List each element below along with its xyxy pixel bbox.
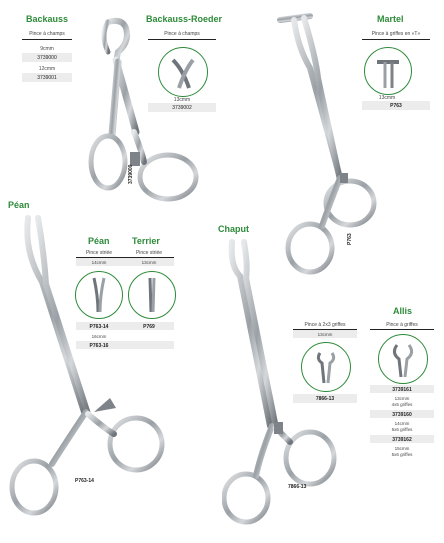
pean-subtitle: Pince striée (85, 250, 113, 256)
backauss-rule (22, 39, 72, 40)
chaput-size-band (293, 330, 357, 338)
martel-rule (362, 39, 430, 40)
allis-subtitle: Pince à griffes (386, 322, 418, 328)
backauss-roeder-detail-circle (158, 47, 208, 97)
allis-ref-1: 3739161 (392, 387, 412, 393)
backauss-ref-2: 3739001 (37, 75, 57, 81)
martel-tool-ref: P763 (347, 233, 353, 245)
backauss-row-2-band (22, 73, 72, 82)
chaput-size: 13cmm (317, 332, 333, 337)
chaput-title: Chaput (218, 224, 249, 234)
backauss-instrument-image (78, 12, 218, 202)
chaput-tool-ref: 7866-13 (288, 484, 307, 490)
allis-size-3: 15cmm (394, 446, 410, 451)
martel-detail-circle (364, 47, 412, 95)
pean-ref-2-band (76, 341, 174, 349)
martel-band (362, 101, 430, 110)
allis-title: Allis (393, 306, 413, 316)
martel-title: Martel (377, 14, 404, 24)
chaput-instrument-image (222, 236, 342, 532)
allis-size-2: 14cmm (394, 421, 410, 426)
terrier-ref: P769 (143, 324, 155, 330)
backauss-subtitle: Pince à champs (29, 31, 65, 37)
terrier-size: 13cmm (141, 260, 157, 265)
martel-ref: P763 (390, 103, 402, 109)
allis-note-2: 5x6 griffes (391, 427, 413, 432)
pean-title: Péan (88, 236, 110, 246)
backauss-row-1-band (22, 53, 72, 62)
backauss-tool-ref: 3739000 (128, 164, 134, 184)
pean-terrier-rule (76, 257, 174, 258)
chaput-ref: 7866-13 (315, 396, 335, 402)
allis-size-1: 13cmm (394, 396, 410, 401)
terrier-subtitle: Pince striée (135, 250, 163, 256)
backauss-roeder-rule (148, 39, 216, 40)
pean-detail-circle (75, 271, 123, 319)
backauss-ref-1: 3739000 (37, 55, 57, 61)
pean-tool-ref: P763-14 (75, 478, 94, 484)
allis-ref-3: 3739162 (392, 437, 412, 443)
pean-ref-2: P763-16 (89, 343, 109, 349)
backauss-title: Backauss (26, 14, 69, 24)
allis-rule (370, 329, 434, 330)
backauss-roeder-ref: 3739002 (172, 105, 192, 111)
pean-main-title: Péan (8, 200, 30, 210)
terrier-detail-circle (128, 271, 176, 319)
allis-row-2-band (370, 410, 434, 418)
chaput-rule (293, 329, 357, 330)
pean-size-2: 16cmm (91, 334, 107, 339)
allis-row-1-band (370, 385, 434, 393)
chaput-ref-band (293, 394, 357, 403)
pean-instrument-image (6, 212, 176, 524)
martel-size: 13cmm (378, 95, 396, 101)
chaput-subtitle: Pince à 2x3 griffes (304, 322, 346, 328)
allis-detail-circle (378, 334, 428, 384)
allis-row-3-band (370, 435, 434, 443)
allis-ref-2: 3739160 (392, 412, 412, 418)
backauss-roeder-size: 13cmm (173, 97, 191, 103)
backauss-size-1: 9cmm (40, 46, 54, 52)
backauss-size-2: 12cmm (38, 66, 56, 72)
martel-instrument-image (270, 8, 380, 288)
allis-note-1: 4x5 griffes (391, 402, 413, 407)
pean-terrier-size-band (76, 258, 174, 266)
backauss-roeder-title: Backauss-Roeder (146, 14, 223, 24)
allis-note-3: 5x6 griffes (391, 452, 413, 457)
backauss-roeder-subtitle: Pince à champs (164, 31, 200, 37)
pean-size: 14cmm (91, 260, 107, 265)
pean-ref: P763-14 (89, 324, 109, 330)
pean-terrier-ref-band (76, 322, 174, 330)
backauss-roeder-band (148, 103, 216, 112)
chaput-detail-circle (301, 342, 351, 392)
terrier-title: Terrier (132, 236, 160, 246)
martel-subtitle: Pince à griffes en «T» (371, 31, 421, 37)
